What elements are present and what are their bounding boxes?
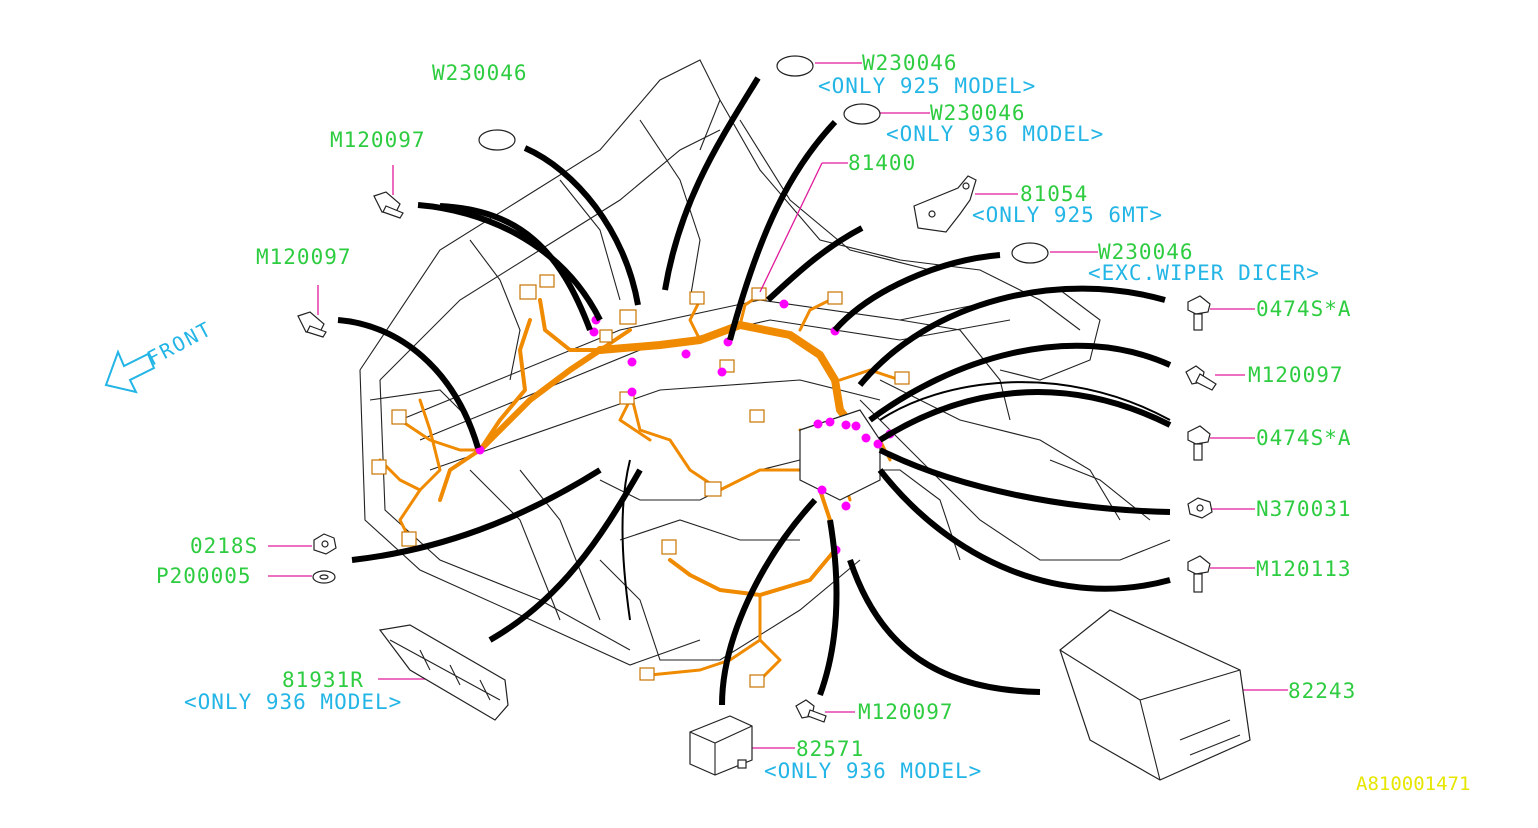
bolt-icon (1187, 555, 1211, 593)
label-w230046-exc: W230046 (1098, 240, 1194, 264)
callout-lines (337, 76, 1172, 706)
bolt-icon (795, 699, 827, 723)
fuse-box-cover-icon (1059, 609, 1251, 781)
bolt-icon (1187, 295, 1211, 331)
front-arrow-icon (104, 349, 156, 394)
label-82571: 82571 (796, 737, 864, 761)
note-exc-wiper-dicer: <EXC.WIPER DICER> (1088, 261, 1320, 285)
grommet-icon (1011, 242, 1049, 264)
label-n370031: N370031 (1256, 497, 1352, 521)
label-m120097-a: M120097 (330, 128, 426, 152)
label-p200005: P200005 (156, 564, 252, 588)
bolt-icon (373, 191, 404, 219)
wiring-harness (371, 274, 910, 688)
label-m120113: M120113 (1256, 557, 1352, 581)
label-81400: 81400 (848, 151, 916, 175)
label-81931r: 81931R (282, 668, 364, 692)
bolt-icon (1185, 365, 1217, 391)
nut-icon (1187, 497, 1213, 519)
label-82243: 82243 (1288, 679, 1356, 703)
washer-icon (312, 570, 336, 584)
note-only-925-6mt: <ONLY 925 6MT> (972, 203, 1163, 227)
diagram-code: A810001471 (1356, 773, 1470, 795)
nut-icon (313, 533, 337, 555)
grommet-icon (776, 55, 814, 77)
bolt-icon (1187, 425, 1211, 461)
note-only-936-model-c: <ONLY 936 MODEL> (184, 690, 402, 714)
label-0218s: 0218S (190, 534, 258, 558)
label-m120097-c: M120097 (1248, 363, 1344, 387)
label-m120097-b: M120097 (256, 245, 352, 269)
vehicle-front-frame (359, 59, 1171, 666)
label-m120097-d: M120097 (858, 700, 954, 724)
note-only-925-model: <ONLY 925 MODEL> (818, 74, 1036, 98)
label-81054: 81054 (1020, 182, 1088, 206)
leader-lines (268, 62, 1288, 749)
label-w230046-936: W230046 (930, 101, 1026, 125)
label-0474s-a-2: 0474S*A (1256, 426, 1352, 450)
label-0474s-a-1: 0474S*A (1256, 297, 1352, 321)
front-label: FRONT (143, 316, 216, 370)
bolt-icon (297, 311, 327, 338)
label-w230046-top: W230046 (432, 61, 528, 85)
label-w230046-925: W230046 (862, 51, 958, 75)
grommet-icon (843, 103, 881, 125)
note-only-936-model-a: <ONLY 936 MODEL> (886, 122, 1104, 146)
note-only-936-model-b: <ONLY 936 MODEL> (764, 759, 982, 783)
bracket-icon (378, 624, 509, 721)
relay-box-icon (689, 715, 753, 776)
grommet-icon (478, 129, 516, 151)
bracket-icon (913, 175, 977, 233)
